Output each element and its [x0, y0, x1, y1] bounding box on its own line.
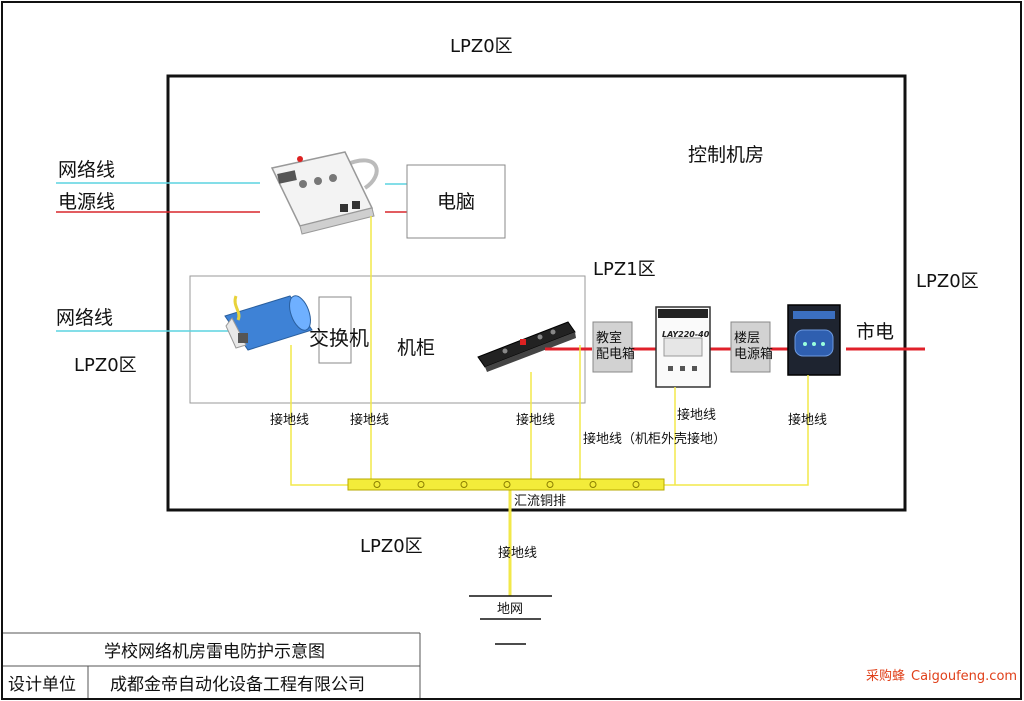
pdu-strip: [477, 321, 576, 372]
classroom-distribution-box: [592, 321, 633, 373]
ground-wire-label-1: 接地线: [270, 412, 309, 428]
floor-box-label-2: 电源箱: [734, 346, 773, 362]
network-line-label-top: 网络线: [58, 159, 115, 181]
cabinet-box: [189, 275, 586, 404]
watermark-en: Caigoufeng.com: [911, 669, 1017, 684]
ground-wire-down-label: 接地线: [498, 545, 537, 561]
zone-label-right: LPZ0区: [916, 271, 979, 292]
floor-box-label-1: 楼层: [734, 331, 760, 346]
ground-wire-label-3: 接地线: [516, 412, 555, 428]
network-surge-protector: [224, 295, 313, 351]
control-room-boundary: [166, 74, 907, 512]
designer-label: 设计单位: [8, 675, 76, 695]
main-surge-protector: [787, 304, 841, 376]
diagram-title: 学校网络机房雷电防护示意图: [104, 642, 325, 662]
watermark-cn: 采购蜂: [866, 668, 905, 684]
switch-box: [318, 296, 352, 364]
zone-label-top: LPZ0区: [450, 36, 513, 57]
earth-label: 地网: [497, 602, 523, 617]
busbar-label: 汇流铜排: [514, 494, 566, 509]
arrester-model-label: LAY220-40: [662, 330, 710, 339]
title-block: [3, 632, 421, 698]
computer-label: 电脑: [437, 191, 475, 213]
network-line-label-left: 网络线: [56, 307, 113, 329]
power-strip-surge-protector: [270, 151, 379, 235]
ground-wire-label-5: 接地线: [788, 412, 827, 428]
mains-label: 市电: [856, 321, 894, 343]
zone-label-lpz1: LPZ1区: [593, 259, 656, 280]
designer-value: 成都金帝自动化设备工程有限公司: [110, 675, 365, 695]
chassis-ground-label: 接地线（机柜外壳接地）: [583, 431, 726, 447]
zone-label-left: LPZ0区: [74, 355, 137, 376]
computer-box: [406, 164, 506, 239]
floor-power-box: [730, 321, 771, 373]
ground-wires: [290, 216, 809, 596]
classroom-box-label-2: 配电箱: [596, 346, 635, 362]
classroom-box-label-1: 教室: [596, 330, 622, 346]
surge-arrester-lay220: LAY220-40: [655, 306, 711, 388]
power-line-label-top: 电源线: [58, 191, 115, 213]
copper-busbar: [347, 478, 665, 491]
zone-label-bottom: LPZ0区: [360, 536, 423, 557]
ground-wire-label-4: 接地线: [677, 407, 716, 423]
switch-label: 交换机: [309, 326, 369, 350]
cabinet-label: 机柜: [397, 337, 435, 359]
busbar-holes: [373, 481, 640, 488]
ground-wire-label-2: 接地线: [350, 412, 389, 428]
control-room-label: 控制机房: [688, 144, 764, 166]
